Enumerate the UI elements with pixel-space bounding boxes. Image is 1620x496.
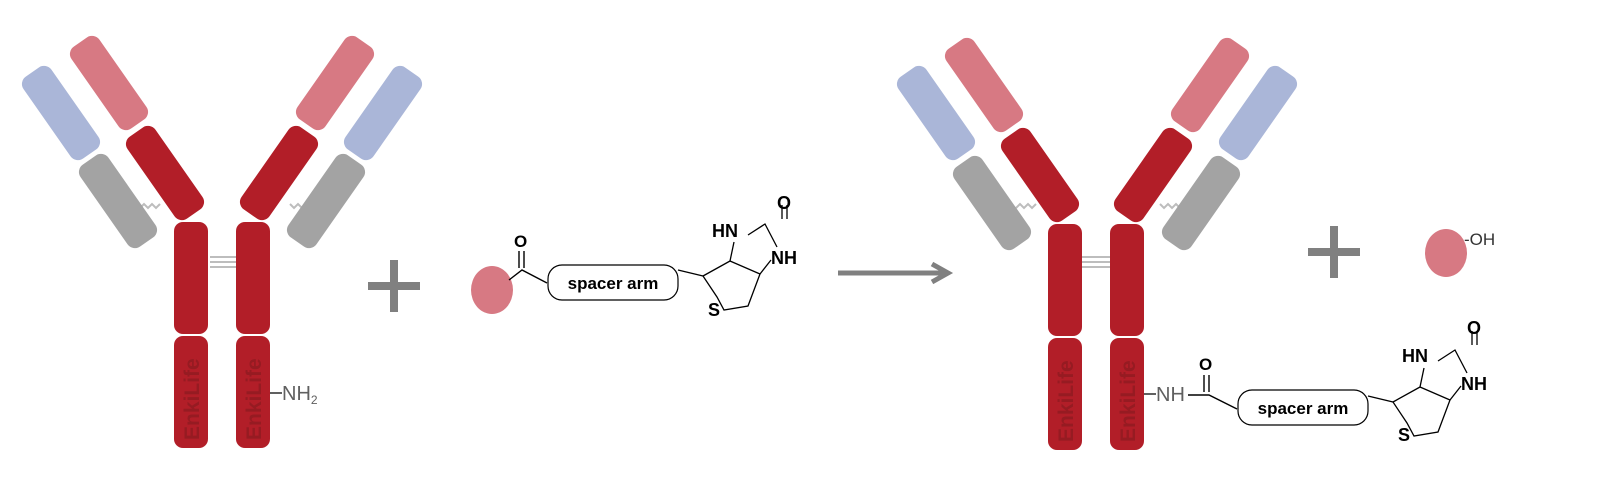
antibody-left: EnkiLife EnkiLife NH2 [21, 35, 423, 448]
ester-bond [508, 269, 548, 284]
heavy-chain-fc-lower-right [1110, 338, 1144, 450]
hinge-bonds [210, 256, 240, 268]
spacer-arm-label: spacer arm [568, 274, 659, 293]
light-chain-variable-left [896, 65, 976, 161]
conjugate-biotin-hn: HN [1402, 346, 1428, 366]
heavy-chain-variable-left [69, 35, 149, 131]
plus-sign-1 [368, 260, 420, 312]
heavy-chain-fc-lower-left [1048, 338, 1082, 450]
light-chain-constant-right [1161, 155, 1241, 251]
disulfide-bridge-left [139, 202, 161, 210]
watermark-left-b: EnkiLife [243, 358, 266, 440]
biotin-hn: HN [712, 221, 738, 241]
light-chain-constant-left [952, 155, 1032, 251]
heavy-chain-fc-upper-left [174, 222, 208, 334]
heavy-chain-variable-left [944, 37, 1024, 133]
conjugate-carbonyl-oxygen: O [1199, 355, 1212, 374]
heavy-chain-fc-lower-right [236, 336, 270, 448]
biotin-structure [702, 205, 788, 311]
heavy-chain-fc-lower-left [174, 336, 208, 448]
amide-nh-label: NH [1156, 384, 1185, 406]
antibody-right: EnkiLife EnkiLife NH [896, 37, 1298, 450]
conjugate-biotin-sulfur: S [1398, 425, 1410, 445]
watermark-left-a: EnkiLife [181, 358, 204, 440]
disulfide-bridge-left [1015, 202, 1037, 210]
hinge-bonds [1082, 256, 1112, 268]
heavy-chain-ch1-right [1113, 127, 1193, 223]
light-chain-constant-right [286, 153, 366, 249]
carbonyl-oxygen: O [514, 232, 527, 251]
heavy-chain-fc-upper-right [1110, 224, 1144, 336]
amine-label: NH2 [282, 383, 318, 407]
conjugate-spacer-arm-box [1237, 389, 1369, 426]
heavy-chain-variable-right [1170, 37, 1250, 133]
light-chain-variable-left [21, 65, 101, 161]
biotin-conjugate: O spacer arm O HN NH S [1188, 318, 1487, 445]
light-chain-variable-right [343, 65, 423, 161]
heavy-chain-ch1-left [1000, 127, 1080, 223]
heavy-chain-variable-right [295, 35, 375, 131]
watermark-right-b: EnkiLife [1117, 360, 1140, 442]
heavy-chain-ch1-left [125, 125, 205, 221]
conjugate-biotin-nh: NH [1461, 374, 1487, 394]
byproduct-circle [1425, 229, 1467, 277]
reaction-arrow [838, 261, 954, 285]
hydroxyl-label: -OH [1464, 230, 1495, 249]
biotin-nh: NH [771, 248, 797, 268]
spacer-arm-box [547, 264, 679, 301]
conjugate-spacer-arm-label: spacer arm [1258, 399, 1349, 418]
heavy-chain-fc-upper-left [1048, 224, 1082, 336]
light-chain-constant-left [78, 153, 158, 249]
conjugate-biotin-oxygen: O [1467, 318, 1481, 338]
watermark-right-a: EnkiLife [1055, 360, 1078, 442]
conjugate-biotin-structure [1392, 331, 1478, 437]
plus-sign-2 [1308, 226, 1360, 278]
light-chain-variable-right [1218, 65, 1298, 161]
disulfide-bridge-right [1159, 202, 1181, 210]
nhs-byproduct: -OH [1425, 229, 1495, 277]
leaving-group-circle [471, 266, 513, 314]
heavy-chain-ch1-right [239, 125, 319, 221]
biotin-sulfur: S [708, 300, 720, 320]
heavy-chain-fc-upper-right [236, 222, 270, 334]
biotin-reagent: O spacer arm O HN NH S [471, 193, 797, 320]
biotin-oxygen: O [777, 193, 791, 213]
